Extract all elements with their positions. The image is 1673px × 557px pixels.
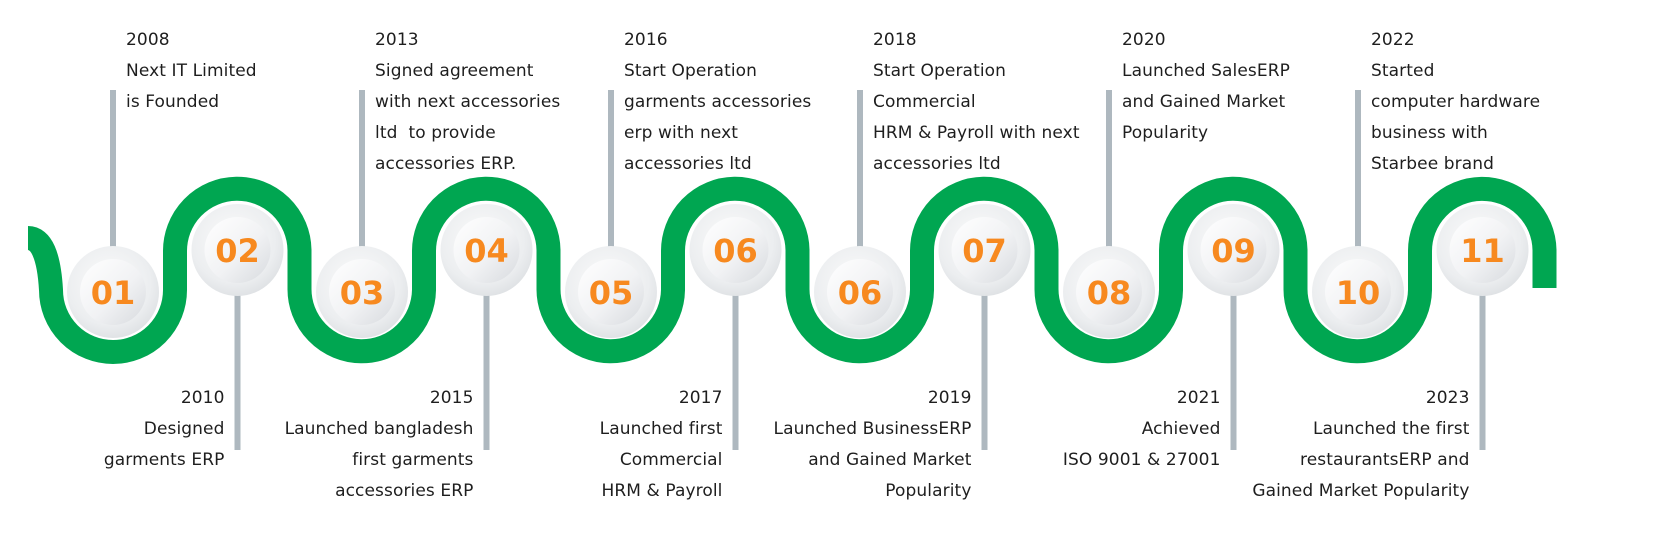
milestone-number: 02: [215, 232, 260, 270]
milestone-line: Designed: [143, 419, 225, 439]
milestone-number: 10: [1336, 274, 1381, 312]
milestone-year: 2015: [429, 388, 474, 408]
milestone-year: 2021: [1176, 388, 1221, 408]
milestone-line: Launched SalesERP: [1122, 61, 1290, 81]
milestone-number: 05: [589, 274, 634, 312]
milestone-line: Popularity: [885, 481, 972, 501]
milestone-line: erp with next: [624, 123, 739, 143]
milestone-year: 2013: [375, 30, 419, 50]
milestone-line: HRM & Payroll with next: [873, 123, 1080, 143]
milestone-line: Gained Market Popularity: [1252, 481, 1470, 501]
milestone-year: 2022: [1371, 30, 1415, 50]
milestone-disc: 04: [440, 204, 533, 296]
milestone-line: ltd to provide: [375, 123, 496, 143]
milestone-disc: 06: [814, 246, 906, 338]
milestone-line: restaurantsERP and: [1300, 450, 1470, 470]
milestone-year: 2010: [180, 388, 225, 408]
milestone-line: ISO 9001 & 27001: [1062, 450, 1221, 470]
milestone-line: Next IT Limited: [126, 61, 257, 81]
milestone-number: 06: [713, 232, 758, 270]
milestone-line: first garments: [352, 450, 474, 470]
milestone-number: 04: [464, 232, 509, 270]
milestone-line: Achieved: [1141, 419, 1221, 439]
milestone-number: 06: [838, 274, 883, 312]
milestone-line: with next accessories: [375, 92, 561, 112]
milestone-line: accessories ERP.: [375, 154, 517, 174]
milestone-line: Launched the first: [1312, 419, 1470, 439]
milestone-disc: 03: [316, 246, 408, 338]
milestone-disc: 09: [1187, 204, 1280, 296]
milestone-line: Signed agreement: [375, 61, 534, 81]
milestone-year: 2008: [126, 30, 170, 50]
milestone-line: accessories ltd: [624, 154, 752, 174]
milestone-year: 2023: [1425, 388, 1470, 408]
milestone-number: 11: [1460, 232, 1505, 270]
milestone-line: Commercial: [619, 450, 723, 470]
milestone-number: 01: [91, 274, 136, 312]
milestone-disc: 10: [1312, 246, 1404, 338]
milestone-line: Popularity: [1122, 123, 1209, 143]
timeline-path: [26, 176, 1557, 364]
milestone-line: Launched BusinessERP: [773, 419, 972, 439]
milestone-line: and Gained Market: [1122, 92, 1286, 112]
milestone-disc: 07: [938, 204, 1031, 296]
milestone-line: garments ERP: [103, 450, 225, 470]
milestone-disc: 08: [1063, 246, 1155, 338]
milestone-line: and Gained Market: [808, 450, 972, 470]
milestone-year: 2018: [873, 30, 917, 50]
milestone-line: Starbee brand: [1371, 154, 1495, 174]
milestone-line: Start Operation: [873, 61, 1007, 81]
milestone-number: 09: [1211, 232, 1256, 270]
milestone-line: garments accessories: [624, 92, 812, 112]
milestone-disc: 11: [1436, 204, 1529, 296]
milestone-line: Started: [1371, 61, 1435, 81]
milestone-year: 2019: [927, 388, 972, 408]
milestone-year: 2016: [624, 30, 668, 50]
milestone-disc: 06: [689, 204, 782, 296]
milestone-line: accessories ERP: [335, 481, 474, 501]
milestone-line: Launched first: [599, 419, 723, 439]
milestone-line: Commercial: [873, 92, 976, 112]
milestone-line: business with: [1371, 123, 1488, 143]
milestone-year: 2017: [678, 388, 723, 408]
milestone-line: is Founded: [126, 92, 220, 112]
milestone-number: 07: [962, 232, 1007, 270]
milestone-line: Launched bangladesh: [284, 419, 474, 439]
milestone-year: 2020: [1122, 30, 1166, 50]
milestone-line: Start Operation: [624, 61, 758, 81]
milestone-disc: 05: [565, 246, 657, 338]
milestone-line: computer hardware: [1371, 92, 1541, 112]
milestone-disc: 02: [191, 204, 284, 296]
milestone-line: accessories ltd: [873, 154, 1001, 174]
milestone-number: 08: [1087, 274, 1132, 312]
milestone-disc: 01: [67, 246, 159, 338]
milestone-line: HRM & Payroll: [601, 481, 723, 501]
milestone-number: 03: [340, 274, 385, 312]
